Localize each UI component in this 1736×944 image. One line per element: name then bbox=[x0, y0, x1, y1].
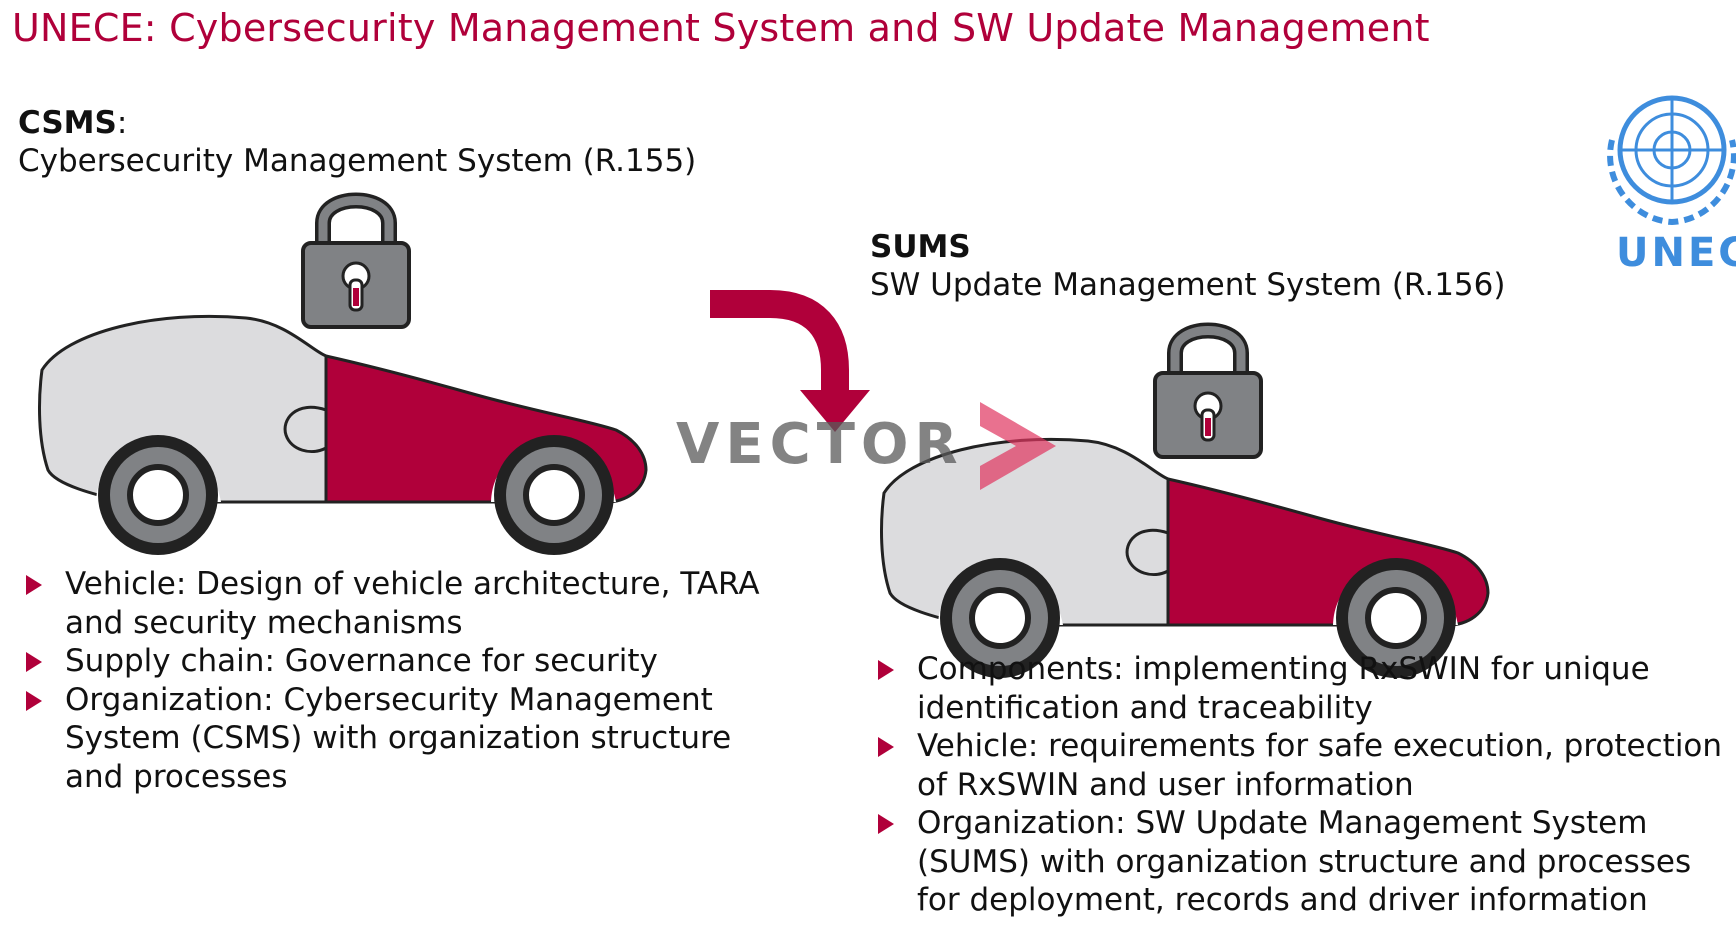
sums-padlock-icon bbox=[1155, 331, 1261, 458]
csms-bullet-list: Vehicle: Design of vehicle architecture,… bbox=[20, 565, 780, 796]
csms-car-icon bbox=[40, 316, 646, 555]
csms-abbr: CSMS bbox=[18, 105, 117, 141]
vector-watermark-chevron-icon bbox=[980, 402, 1056, 490]
un-emblem-icon bbox=[1607, 95, 1736, 226]
triangle-bullet-icon bbox=[878, 814, 894, 834]
sums-car-icon bbox=[882, 439, 1488, 678]
list-item: Components: implementing RxSWIN for uniq… bbox=[872, 650, 1732, 727]
sums-full-name: SW Update Management System (R.156) bbox=[870, 267, 1506, 303]
list-item: Vehicle: requirements for safe execution… bbox=[872, 727, 1732, 804]
csms-full-name: Cybersecurity Management System (R.155) bbox=[18, 143, 697, 179]
curved-arrow-icon bbox=[710, 290, 870, 432]
slide-title: UNECE: Cybersecurity Management System a… bbox=[12, 6, 1430, 50]
csms-padlock-icon bbox=[303, 201, 409, 328]
list-item: Supply chain: Governance for security bbox=[20, 642, 780, 681]
triangle-bullet-icon bbox=[26, 652, 42, 672]
triangle-bullet-icon bbox=[878, 737, 894, 757]
list-item: Vehicle: Design of vehicle architecture,… bbox=[20, 565, 780, 642]
csms-heading: CSMS: Cybersecurity Management System (R… bbox=[18, 104, 696, 180]
triangle-bullet-icon bbox=[26, 690, 42, 711]
triangle-bullet-icon bbox=[26, 575, 42, 595]
sums-abbr: SUMS bbox=[870, 229, 971, 265]
triangle-bullet-icon bbox=[878, 660, 894, 680]
csms-colon: : bbox=[116, 105, 128, 141]
unece-logo-text: UNECE bbox=[1616, 230, 1736, 276]
list-item: Organization: SW Update Management Syste… bbox=[872, 804, 1732, 920]
vector-watermark: VECTOR bbox=[676, 412, 964, 477]
list-item: Organization: Cybersecurity Management S… bbox=[20, 681, 780, 797]
sums-heading: SUMS SW Update Management System (R.156) bbox=[870, 228, 1505, 304]
sums-bullet-list: Components: implementing RxSWIN for uniq… bbox=[872, 650, 1732, 920]
